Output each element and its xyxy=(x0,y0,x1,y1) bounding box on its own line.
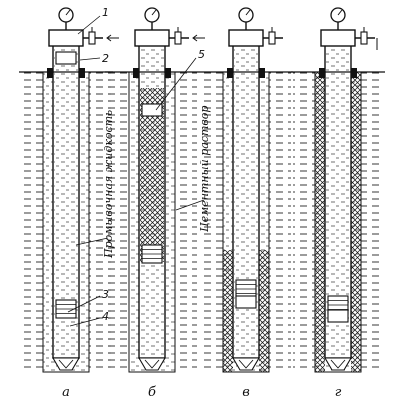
cementing-head xyxy=(48,29,84,47)
ground-left xyxy=(107,72,129,372)
top-plug xyxy=(327,309,349,323)
annulus-cement-left xyxy=(223,250,233,372)
stage-label-b: б xyxy=(148,385,156,400)
inlet-valve xyxy=(88,31,96,45)
gauge-needle xyxy=(245,9,251,16)
annulus-cement-right xyxy=(351,72,361,372)
top-plug xyxy=(55,51,77,65)
plug-body xyxy=(141,103,163,117)
shoe-mark xyxy=(144,359,160,369)
well-g xyxy=(291,7,385,373)
callout-5: 5 xyxy=(198,48,205,61)
plug-body xyxy=(235,295,257,309)
callout-4: 4 xyxy=(102,310,109,323)
callout-1: 1 xyxy=(102,6,109,19)
flow-arrow xyxy=(192,34,205,42)
bottom-plug xyxy=(55,299,77,319)
bottom-plug xyxy=(141,244,163,264)
ground-left xyxy=(21,72,43,372)
shoe-mark xyxy=(238,359,254,369)
ground-right xyxy=(89,72,111,372)
collar-right xyxy=(259,68,265,78)
inlet-valve xyxy=(174,31,182,45)
flow-arrow xyxy=(106,34,119,42)
collar-left xyxy=(319,68,325,78)
ground-right xyxy=(361,72,383,372)
top-plug xyxy=(235,295,257,309)
cementing-head xyxy=(134,29,170,47)
collar-left xyxy=(47,68,53,78)
annulus-cement-right xyxy=(259,250,269,372)
stage-label-g: г xyxy=(335,385,342,400)
ground-right xyxy=(175,72,197,372)
cementing-head xyxy=(228,29,264,47)
callout-2: 2 xyxy=(102,52,109,65)
bottom-plug xyxy=(235,279,257,299)
well-v xyxy=(199,7,293,373)
cement-slurry-leader xyxy=(175,199,205,211)
callout-3: 3 xyxy=(102,288,109,301)
inlet-valve xyxy=(360,31,368,45)
shoe-mark xyxy=(58,359,74,369)
gauge-needle xyxy=(151,9,157,16)
well-b xyxy=(105,7,205,373)
ground-left xyxy=(201,72,223,372)
flushing-fluid-leader xyxy=(75,237,109,246)
well-a xyxy=(19,7,119,373)
cement-slurry-label: Цементный раствор xyxy=(198,106,211,232)
plug-body xyxy=(55,51,77,65)
ground-right xyxy=(269,72,291,372)
plug-body xyxy=(327,309,349,323)
inlet-valve xyxy=(268,31,276,45)
casing-fluid xyxy=(234,46,258,358)
ground-left xyxy=(293,72,315,372)
callout-leaders xyxy=(67,15,197,327)
shoe-mark xyxy=(330,359,346,369)
collar-left xyxy=(133,68,139,78)
gauge-needle xyxy=(65,9,71,16)
flushing-fluid-label: Промывочная жидкость xyxy=(102,110,115,259)
cementing-head xyxy=(320,29,356,47)
collar-right xyxy=(79,68,85,78)
annulus-cement-left xyxy=(315,72,325,372)
collar-right xyxy=(165,68,171,78)
casing-cement xyxy=(140,88,164,262)
collar-right xyxy=(351,68,357,78)
gauge-needle xyxy=(337,9,343,16)
collar-left xyxy=(227,68,233,78)
top-plug xyxy=(141,103,163,117)
stage-label-a: а xyxy=(62,385,70,400)
stage-label-v: в xyxy=(242,385,250,400)
